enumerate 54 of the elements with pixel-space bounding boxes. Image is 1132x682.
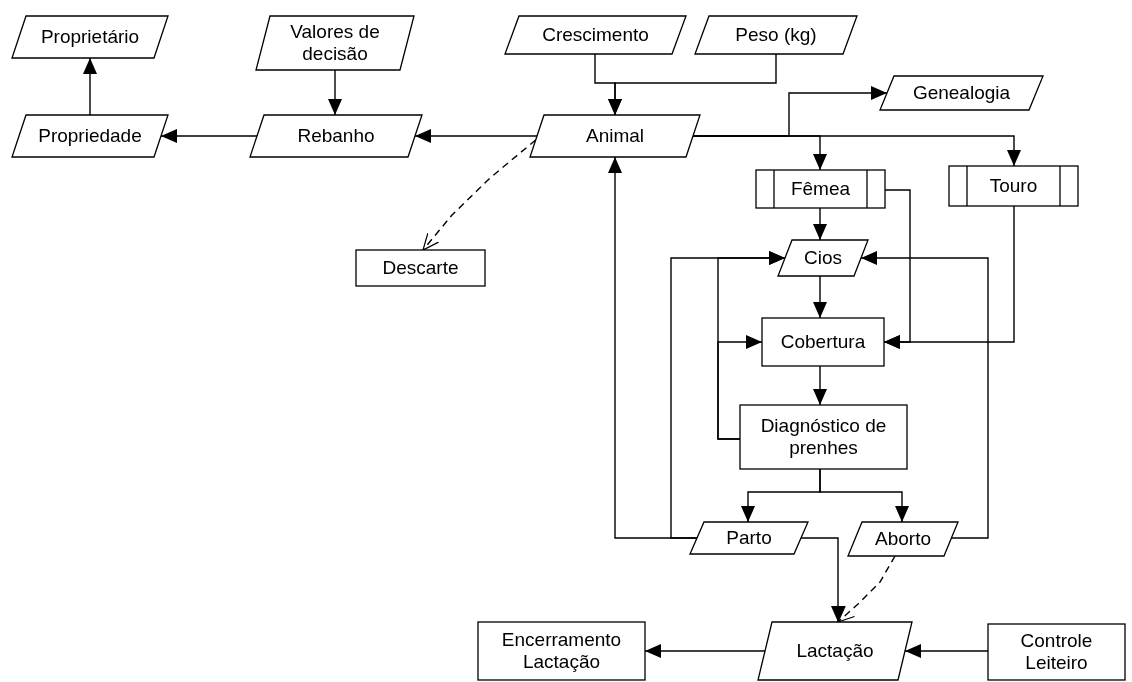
arrow (717, 335, 763, 440)
dashed-arrow (837, 555, 896, 623)
process-box (478, 622, 645, 680)
arrow (328, 69, 342, 116)
arrow (83, 57, 97, 116)
data-parallelogram (12, 115, 168, 157)
node-label: Proprietário (40, 26, 140, 48)
node-label: Crescimento (542, 24, 649, 46)
arrow (813, 365, 827, 406)
node-label: Animal (585, 125, 645, 147)
node-label: Peso (kg) (735, 24, 817, 46)
process-box (356, 250, 485, 286)
node-label: Descarte (382, 257, 459, 279)
arrow (860, 251, 989, 539)
data-parallelogram (256, 16, 414, 70)
node-label: Encerramento Lactação (500, 629, 623, 673)
node-label: Genealogia (912, 82, 1011, 104)
node-label: Cios (804, 247, 842, 269)
node-label: Propriedade (38, 125, 142, 147)
data-parallelogram (880, 76, 1043, 110)
arrow (819, 468, 909, 523)
node-label: Parto (726, 527, 772, 549)
predefined-process-box (949, 166, 1078, 206)
data-parallelogram (505, 16, 686, 54)
node-label: Cobertura (780, 331, 866, 353)
node-label: Aborto (875, 528, 931, 550)
node-label: Touro (989, 175, 1038, 197)
arrow (813, 207, 827, 241)
node-label: Lactação (796, 640, 874, 662)
process-box (740, 405, 907, 469)
node-label: Fêmea (790, 178, 851, 200)
arrow (608, 53, 777, 116)
node-label: Valores de decisão (289, 21, 381, 65)
node-label: Controle Leiteiro (1019, 630, 1094, 674)
node-label: Diagnóstico de prenhes (759, 415, 888, 459)
data-parallelogram (690, 522, 808, 554)
data-parallelogram (848, 522, 958, 556)
arrow (160, 129, 258, 143)
data-parallelogram (758, 622, 912, 680)
data-parallelogram (530, 115, 700, 157)
process-box (988, 624, 1125, 680)
arrow (670, 251, 786, 539)
arrow (813, 275, 827, 319)
node-label: Rebanho (297, 125, 375, 147)
arrow (904, 644, 989, 658)
data-parallelogram (12, 16, 168, 58)
predefined-process-box (756, 170, 885, 208)
dashed-arrow (422, 139, 537, 251)
data-parallelogram (695, 16, 857, 54)
arrow (414, 129, 538, 143)
arrow (800, 537, 845, 623)
process-box (762, 318, 884, 366)
data-parallelogram (778, 240, 868, 276)
data-parallelogram (250, 115, 422, 157)
